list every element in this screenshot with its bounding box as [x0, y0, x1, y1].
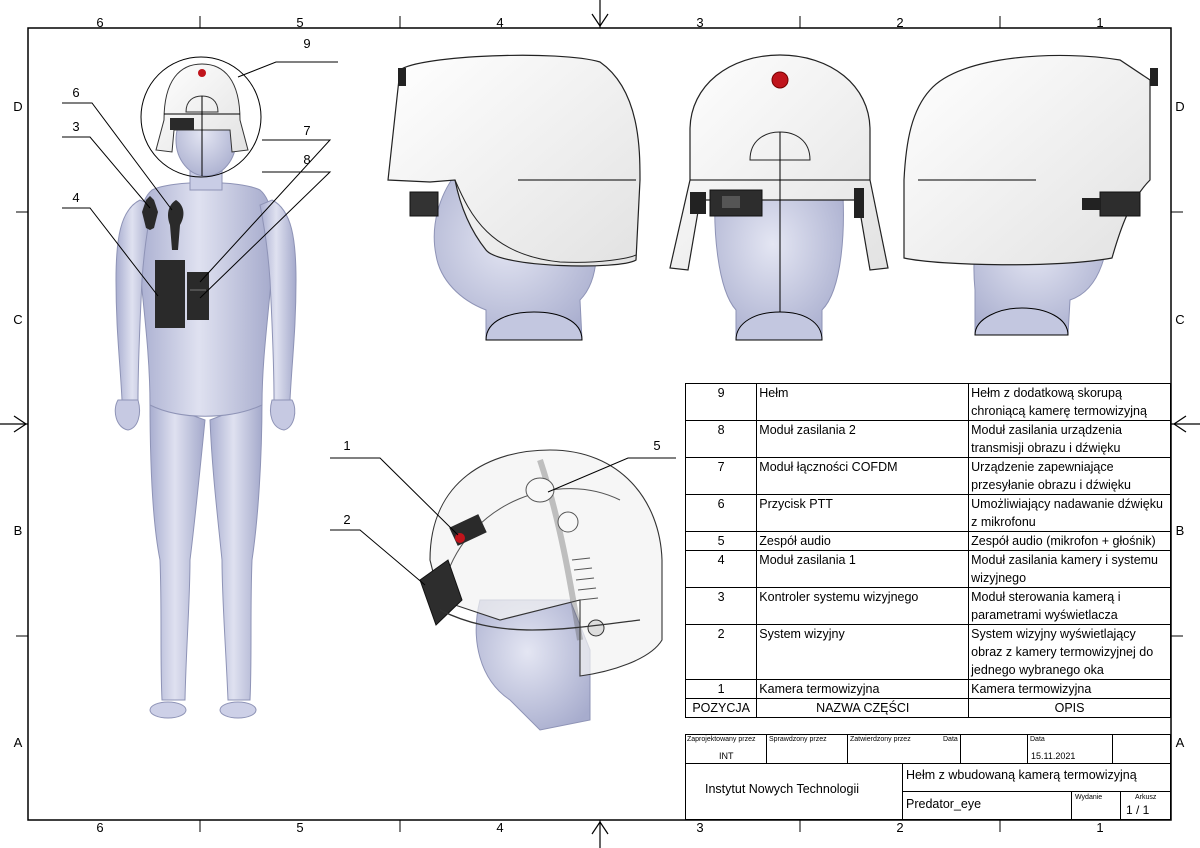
header-description: OPIS: [968, 698, 1171, 718]
callout-6: 6: [72, 85, 79, 100]
part-name: Kontroler systemu wizyjnego: [756, 587, 970, 625]
part-position: 5: [684, 531, 758, 551]
zone-row-d-left: D: [13, 99, 23, 114]
drawing-title: Hełm z wbudowaną kamerą termowizyjną: [906, 768, 1137, 782]
part-description: Moduł zasilania urządzenia transmisji ob…: [968, 420, 1171, 458]
approved-by-label: Zatwierdzony przez: [850, 736, 911, 743]
figure-helmet: [140, 56, 262, 178]
part-position: 8: [684, 420, 758, 458]
helmet-front-view: [669, 54, 889, 341]
power-module-1: [155, 260, 185, 328]
part-description: Moduł zasilania kamery i systemu wizyjne…: [968, 550, 1171, 588]
date-value: 15.11.2021: [1031, 751, 1076, 761]
cofdm-module: [187, 272, 209, 320]
parts-list-header: POZYCJA NAZWA CZĘŚCI OPIS: [684, 698, 1171, 718]
zone-row-a-right: A: [1175, 735, 1185, 750]
zone-col-1-bottom: 1: [1096, 820, 1104, 835]
part-description: Kamera termowizyjna: [968, 679, 1171, 699]
header-part-name: NAZWA CZĘŚCI: [756, 698, 970, 718]
zone-col-4-top: 4: [496, 15, 504, 30]
callout-5: 5: [653, 438, 660, 453]
callout-3: 3: [72, 119, 79, 134]
part-position: 9: [684, 383, 758, 421]
title-block: Zaprojektowany przez Sprawdzony przez Za…: [685, 734, 1171, 820]
callout-4: 4: [72, 190, 79, 205]
zone-row-b-right: B: [1175, 523, 1185, 538]
part-description: Zespół audio (mikrofon + głośnik): [968, 531, 1171, 551]
part-position: 3: [684, 587, 758, 625]
zone-row-c-right: C: [1175, 312, 1185, 327]
part-name: Moduł zasilania 1: [756, 550, 970, 588]
zone-col-5-top: 5: [296, 15, 304, 30]
designer-value: INT: [719, 751, 734, 761]
zone-row-d-right: D: [1175, 99, 1185, 114]
part-name: Zespół audio: [756, 531, 970, 551]
callout-8: 8: [303, 152, 310, 167]
body-figure: [114, 103, 297, 719]
company-name: Instytut Nowych Technologii: [705, 782, 860, 796]
callout-leaders: [62, 61, 338, 299]
part-position: 1: [684, 679, 758, 699]
zone-col-3-bottom: 3: [696, 820, 704, 835]
part-description: Hełm z dodatkową skorupą chroniącą kamer…: [968, 383, 1171, 421]
zone-col-2-bottom: 2: [896, 820, 904, 835]
sheet-value: 1 / 1: [1126, 803, 1150, 817]
body-devices: [142, 196, 209, 328]
designed-by-label: Zaprojektowany przez: [687, 736, 756, 743]
zone-col-1-top: 1: [1096, 15, 1104, 30]
zone-col-6-bottom: 6: [96, 820, 104, 835]
zone-row-c-left: C: [13, 312, 23, 327]
callout-2: 2: [343, 512, 350, 527]
drawing-subtitle: Predator_eye: [906, 797, 982, 811]
part-name: Kamera termowizyjna: [756, 679, 970, 699]
part-position: 6: [684, 494, 758, 532]
zone-col-6-top: 6: [96, 15, 104, 30]
zone-ticks: [16, 16, 1183, 832]
zone-col-3-top: 3: [696, 15, 704, 30]
callout-7: 7: [303, 123, 310, 138]
edition-label: Wydanie: [1075, 794, 1103, 801]
callout-9: 9: [303, 36, 310, 51]
part-position: 2: [684, 624, 758, 680]
zone-row-b-left: B: [13, 523, 23, 538]
iso-callout-leaders: [330, 457, 676, 586]
part-name: Moduł łączności COFDM: [756, 457, 970, 495]
part-position: 7: [684, 457, 758, 495]
helmet-side-view: [387, 54, 641, 341]
helmet-rear-view: [903, 54, 1158, 336]
zone-col-5-bottom: 5: [296, 820, 304, 835]
zone-col-4-bottom: 4: [496, 820, 504, 835]
callout-1: 1: [343, 438, 350, 453]
part-name: Hełm: [756, 383, 970, 421]
checked-by-label: Sprawdzony przez: [769, 736, 827, 743]
part-name: Przycisk PTT: [756, 494, 970, 532]
part-description: Moduł sterowania kamerą i parametrami wy…: [968, 587, 1171, 625]
sheet-label: Arkusz: [1135, 794, 1157, 801]
zone-row-a-left: A: [13, 735, 23, 750]
part-description: System wizyjny wyświetlający obraz z kam…: [968, 624, 1171, 680]
date-label-1: Data: [943, 736, 958, 743]
part-description: Umożliwiający nadawanie dźwięku z mikrof…: [968, 494, 1171, 532]
part-description: Urządzenie zapewniające przesyłanie obra…: [968, 457, 1171, 495]
part-name: System wizyjny: [756, 624, 970, 680]
zone-col-2-top: 2: [896, 15, 904, 30]
date-label-2: Data: [1030, 736, 1045, 743]
part-position: 4: [684, 550, 758, 588]
helmet-isometric-view: [419, 449, 663, 731]
part-name: Moduł zasilania 2: [756, 420, 970, 458]
header-position: POZYCJA: [684, 698, 758, 718]
